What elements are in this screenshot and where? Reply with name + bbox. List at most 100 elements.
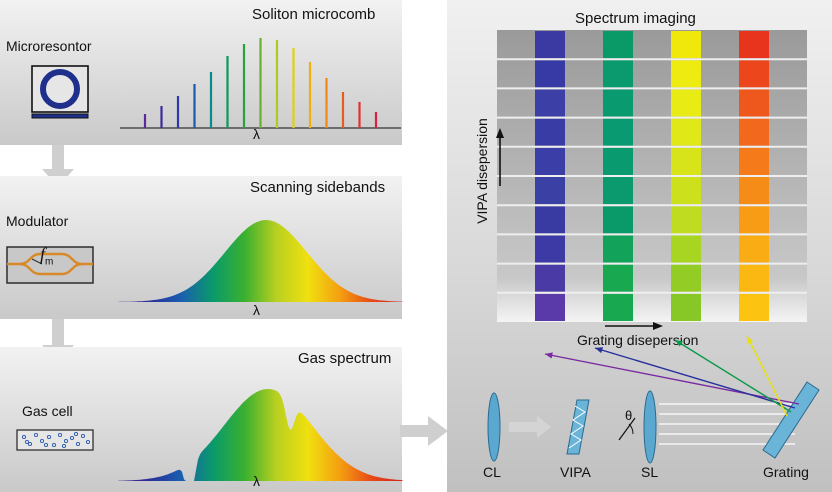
gas-cell-label: Gas cell bbox=[22, 403, 73, 419]
spectrum-cell bbox=[535, 177, 565, 205]
spectrum-cell bbox=[671, 264, 701, 292]
gas-molecule bbox=[33, 432, 39, 438]
spectrum-cell bbox=[739, 31, 769, 59]
microresonator-label: Microresontor bbox=[6, 38, 92, 54]
grating-dispersion-label: Grating disepersion bbox=[577, 332, 699, 348]
spectrum-cell bbox=[603, 293, 633, 321]
spectrum-cell bbox=[739, 235, 769, 263]
gas-molecule bbox=[57, 432, 63, 438]
spectrum-cell bbox=[739, 89, 769, 117]
gas-molecule bbox=[39, 438, 45, 444]
spectrum-cell bbox=[603, 118, 633, 146]
beam-arrowhead bbox=[595, 347, 603, 354]
spectrum-cell bbox=[603, 177, 633, 205]
spectrum-cell bbox=[603, 89, 633, 117]
vipa-label: VIPA bbox=[560, 464, 591, 480]
spectrum-cell bbox=[535, 235, 565, 263]
gas-panel: Gas spectrum Gas cell λ bbox=[0, 347, 403, 492]
gas-molecule bbox=[75, 441, 81, 447]
soliton-title: Soliton microcomb bbox=[252, 6, 376, 23]
spectrum-cell bbox=[671, 118, 701, 146]
spectrum-cell bbox=[603, 147, 633, 175]
gas-cell-icon bbox=[16, 429, 94, 451]
gas-molecule bbox=[63, 438, 69, 444]
diffracted-beam bbox=[544, 353, 800, 405]
spherical-lens bbox=[643, 390, 657, 464]
gas-molecule bbox=[43, 442, 49, 448]
gas-molecule bbox=[85, 439, 91, 445]
beam-arrowhead bbox=[747, 336, 754, 344]
gas-molecule bbox=[73, 431, 79, 437]
spectrum-cell bbox=[535, 118, 565, 146]
spectrum-cell bbox=[739, 118, 769, 146]
spectrum-cell bbox=[535, 264, 565, 292]
spectrum-cell bbox=[671, 60, 701, 88]
spectrum-cell bbox=[535, 31, 565, 59]
theta-label: θ bbox=[625, 408, 633, 423]
spectrum-cell bbox=[671, 235, 701, 263]
gas-title: Gas spectrum bbox=[298, 350, 392, 367]
diffracted-beam bbox=[594, 347, 796, 409]
spectrum-cell bbox=[671, 293, 701, 321]
gas-molecule bbox=[24, 439, 30, 445]
sidebands-panel: Scanning sidebands Modulator fm λ bbox=[0, 176, 403, 319]
beam-arrowhead bbox=[545, 352, 553, 359]
sidebands-title: Scanning sidebands bbox=[250, 179, 386, 196]
cylindrical-lens bbox=[487, 392, 501, 462]
optical-setup bbox=[487, 335, 820, 464]
spectrum-cell bbox=[671, 31, 701, 59]
spectrum-cell bbox=[739, 206, 769, 234]
imaging-title: Spectrum imaging bbox=[575, 10, 696, 27]
spectrum-cell bbox=[739, 147, 769, 175]
gas-lambda: λ bbox=[253, 473, 260, 489]
sl-label: SL bbox=[641, 464, 659, 480]
spectrum-cell bbox=[671, 177, 701, 205]
modulation-frequency-label: fm bbox=[40, 244, 54, 268]
sideband-envelope bbox=[118, 220, 403, 302]
gas-spectrum bbox=[118, 389, 403, 481]
spectrum-cell bbox=[535, 293, 565, 321]
sideband-spectrum bbox=[118, 220, 403, 302]
gas-molecule bbox=[27, 441, 33, 447]
spectrum-cell bbox=[603, 60, 633, 88]
gas-molecule bbox=[61, 443, 67, 449]
spectrum-cell bbox=[739, 293, 769, 321]
gas-molecule bbox=[51, 442, 57, 448]
modulator-label: Modulator bbox=[6, 213, 69, 229]
spectrum-cell bbox=[535, 89, 565, 117]
gas-molecule bbox=[46, 434, 52, 440]
modulator-icon bbox=[6, 246, 94, 284]
comb-spectrum bbox=[120, 38, 401, 129]
spectrum-cell bbox=[739, 60, 769, 88]
spectrum-cell bbox=[739, 264, 769, 292]
microresonator-icon bbox=[31, 65, 89, 119]
grating-label: Grating bbox=[763, 464, 809, 480]
spectrum-cell bbox=[739, 177, 769, 205]
spectrum-cell bbox=[671, 89, 701, 117]
spectrum-cell bbox=[535, 206, 565, 234]
spectrum-cell bbox=[603, 206, 633, 234]
grating-dispersion-arrow bbox=[605, 322, 663, 330]
gas-molecule bbox=[69, 435, 75, 441]
spectrum-cell bbox=[671, 206, 701, 234]
spectrum-image-grid bbox=[497, 30, 807, 322]
vipa-dispersion-arrow bbox=[496, 128, 504, 186]
spectrum-cell bbox=[603, 31, 633, 59]
diffraction-grating bbox=[762, 381, 820, 459]
vipa-dispersion-label: VIPA disepersion bbox=[474, 118, 490, 224]
sidebands-lambda: λ bbox=[253, 302, 260, 318]
spectrum-cell bbox=[603, 235, 633, 263]
soliton-panel: Soliton microcomb Microresontor λ bbox=[0, 0, 402, 145]
imaging-panel: Spectrum imaging VIPA disepersion Gratin… bbox=[447, 0, 832, 492]
diffracted-beam bbox=[746, 335, 788, 417]
spectrum-cell bbox=[603, 264, 633, 292]
gas-envelope bbox=[118, 389, 403, 481]
beam-arrowhead bbox=[675, 340, 683, 347]
spectrum-cell bbox=[671, 147, 701, 175]
gas-molecule bbox=[21, 434, 27, 440]
spectrum-cell bbox=[535, 147, 565, 175]
to-imaging-arrow bbox=[400, 416, 448, 446]
diffracted-beam bbox=[674, 339, 792, 413]
cl-label: CL bbox=[483, 464, 501, 480]
soliton-lambda: λ bbox=[253, 126, 260, 142]
